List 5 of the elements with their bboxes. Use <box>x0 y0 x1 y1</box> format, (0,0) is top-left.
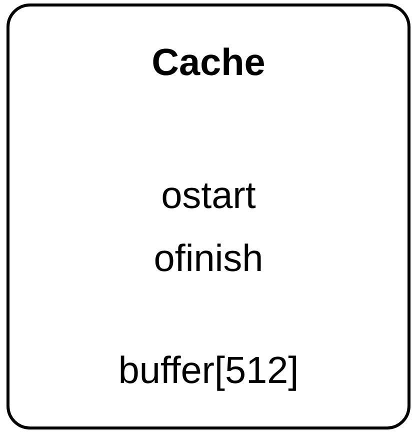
field-text: ostart <box>162 184 256 208</box>
field-text: ofinish <box>155 244 261 272</box>
field-text: buffer[512] <box>120 356 296 391</box>
class-box <box>6 4 410 430</box>
box-heading: Cache <box>153 48 264 76</box>
